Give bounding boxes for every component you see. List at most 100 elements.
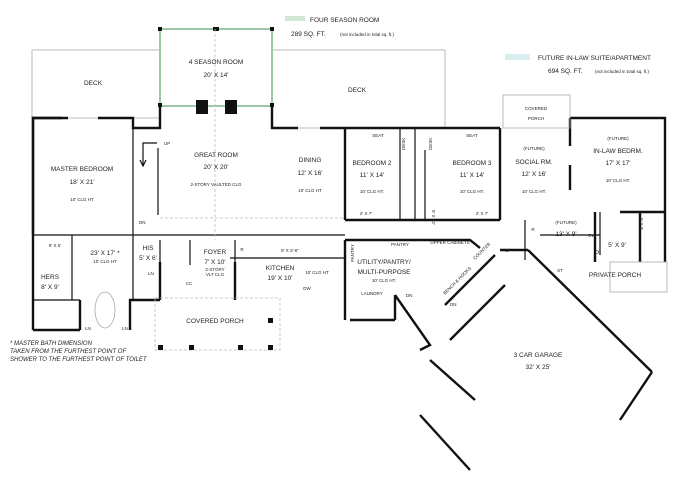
his-size: 5' X 6' <box>139 255 157 262</box>
four-season-swatch <box>285 16 305 21</box>
stair-up-label: UP <box>164 141 170 146</box>
social-room-prefix: (FUTURE) <box>523 146 545 151</box>
in-law-area: 694 SQ. FT. <box>548 68 583 75</box>
footnote-2: TAKEN FROM THE FURTHEST POINT OF <box>10 349 126 355</box>
future-kitchen-size: 13' X 9' <box>555 231 576 238</box>
utility-line1: UTILITY/PANTRY/ <box>357 259 411 266</box>
his-name: HIS <box>143 245 155 252</box>
garage-name: 3 CAR GARAGE <box>514 352 563 359</box>
bedroom2-ceiling: 10' CLG HT. <box>360 189 384 194</box>
foyer-name: FOYER <box>204 249 227 256</box>
private-porch-outline <box>609 261 668 293</box>
stair-dn-label: DN <box>139 220 146 225</box>
deck-right-label: DECK <box>348 87 367 94</box>
future-kitchen-prefix: (FUTURE) <box>555 220 577 225</box>
garage-stair-dn: DN <box>450 302 457 307</box>
garage-stair-up: UP <box>505 248 511 253</box>
master-bedroom-size: 18' X 21' <box>70 179 95 186</box>
season-room-name: 4 SEASON ROOM <box>189 59 244 66</box>
footnote-3: SHOWER TO THE FURTHEST POINT OF TOILET <box>10 357 148 363</box>
bedroom3-ceiling: 10' CLG HT. <box>460 189 484 194</box>
seat-1: SEAT <box>372 133 384 138</box>
in-law-swatch <box>505 54 530 60</box>
seat-2: SEAT <box>466 133 478 138</box>
desk-1: DESK <box>401 138 406 150</box>
foyer-size: 7' X 10' <box>204 259 225 266</box>
social-room-size: 12' X 16' <box>522 171 547 178</box>
master-bedroom-name: MASTER BEDROOM <box>51 166 113 173</box>
four-season-note: (not included in total sq. ft.) <box>340 32 395 37</box>
dining-name: DINING <box>299 157 322 164</box>
master-closet-small: 8' X 5' <box>49 243 61 248</box>
four-season-title: FOUR SEASON ROOM <box>310 17 379 24</box>
main-walls <box>31 116 62 235</box>
season-room-outline <box>159 28 273 107</box>
season-room-size: 20' X 14' <box>204 72 229 79</box>
st-label: ST <box>557 268 563 273</box>
kitchen-size: 19' X 10' <box>268 275 293 282</box>
social-room-ceiling: 10' CLG HT. <box>522 189 546 194</box>
utility-pantry-vertical: PANTRY <box>350 244 355 262</box>
covered-porch-label: COVERED PORCH <box>186 318 244 325</box>
kitchen-name: KITCHEN <box>266 265 295 272</box>
in-law-note: (not included in total sq. ft.) <box>595 69 650 74</box>
master-bath-ceiling: 10' CLG HT <box>93 259 117 264</box>
master-bath-size: 23' X 17' * <box>90 250 120 257</box>
ln-1: LN <box>85 326 91 331</box>
laundry-label: LAUNDRY <box>361 291 382 296</box>
bedroom2-name: BEDROOM 2 <box>352 160 391 167</box>
fireplace-icon <box>196 100 237 114</box>
footnote-1: * MASTER BATH DIMENSION <box>10 341 93 347</box>
ln-3: LN <box>148 271 154 276</box>
inlaw-ceiling: 10' CLG HT. <box>606 178 630 183</box>
bathtub-icon <box>94 291 116 329</box>
deck-left-label: DECK <box>84 80 103 87</box>
inlaw-closet-size: 5' X 9' <box>639 218 644 230</box>
season-room-posts <box>158 27 274 107</box>
bedroom3-name: BEDROOM 3 <box>452 160 491 167</box>
covered-porch-outline <box>154 297 281 351</box>
great-room-size: 20' X 20' <box>204 164 229 171</box>
ln-2: LN <box>122 326 128 331</box>
kitchen-ceiling: 10' CLG HT <box>305 270 329 275</box>
utility-upper: UPPER CABINETS <box>430 240 469 245</box>
interior-walls <box>33 128 601 301</box>
dining-ceiling: 10' CLG HT <box>298 188 322 193</box>
porch-posts <box>158 318 273 350</box>
utility-line2: MULTI-PURPOSE <box>358 269 412 276</box>
kitchen-r: R <box>240 247 244 252</box>
bedroom3-closet: 2' X 7' <box>476 211 488 216</box>
hall-bath-size: 5' X 12' <box>431 210 436 225</box>
stair-up-arrow-icon <box>139 142 157 168</box>
covered-porch-top-2: PORCH <box>528 116 544 121</box>
utility-ceiling: 10' CLG HT. <box>372 278 396 283</box>
kitchen-dw: DW <box>303 286 311 291</box>
laundry-stair-dn: DN <box>406 293 413 298</box>
desk-2: DESK <box>428 138 433 150</box>
future-kitchen-r: R <box>531 227 535 232</box>
inlaw-size: 17' X 17' <box>606 160 631 167</box>
bedroom3-size: 11' X 14' <box>460 172 484 179</box>
bedroom2-closet: 2' X 7' <box>360 211 372 216</box>
inlaw-prefix: (FUTURE) <box>607 136 629 141</box>
garage-size: 32' X 25' <box>526 364 551 371</box>
inlaw-name: IN-LAW BEDRM. <box>593 148 643 155</box>
great-room-ceiling: 2-STORY VAULTED CLG <box>190 182 242 187</box>
foyer-ceiling-2: VLT CLG <box>206 272 225 277</box>
master-bedroom-ceiling: 10' CLG HT <box>70 197 94 202</box>
hers-name: HERS <box>41 274 60 281</box>
social-room-name: SOCIAL RM. <box>515 159 553 166</box>
foyer-ceiling-1: 2-STORY <box>205 267 224 272</box>
bedroom2-size: 11' X 14' <box>360 172 384 179</box>
covered-porch-top-1: COVERED <box>525 106 548 111</box>
private-porch-label: PRIVATE PORCH <box>589 272 641 279</box>
coat-closet: CC <box>186 281 193 286</box>
great-room-name: GREAT ROOM <box>194 152 238 159</box>
kitchen-island: 8' X 3'-6" <box>281 248 299 253</box>
four-season-area: 289 SQ. FT. <box>291 31 326 38</box>
exterior-walls <box>31 106 667 471</box>
pantry-p: P <box>595 250 599 257</box>
in-law-title: FUTURE IN-LAW SUITE/APARTMENT <box>538 55 651 62</box>
hers-size: 8' X 9' <box>41 284 59 291</box>
